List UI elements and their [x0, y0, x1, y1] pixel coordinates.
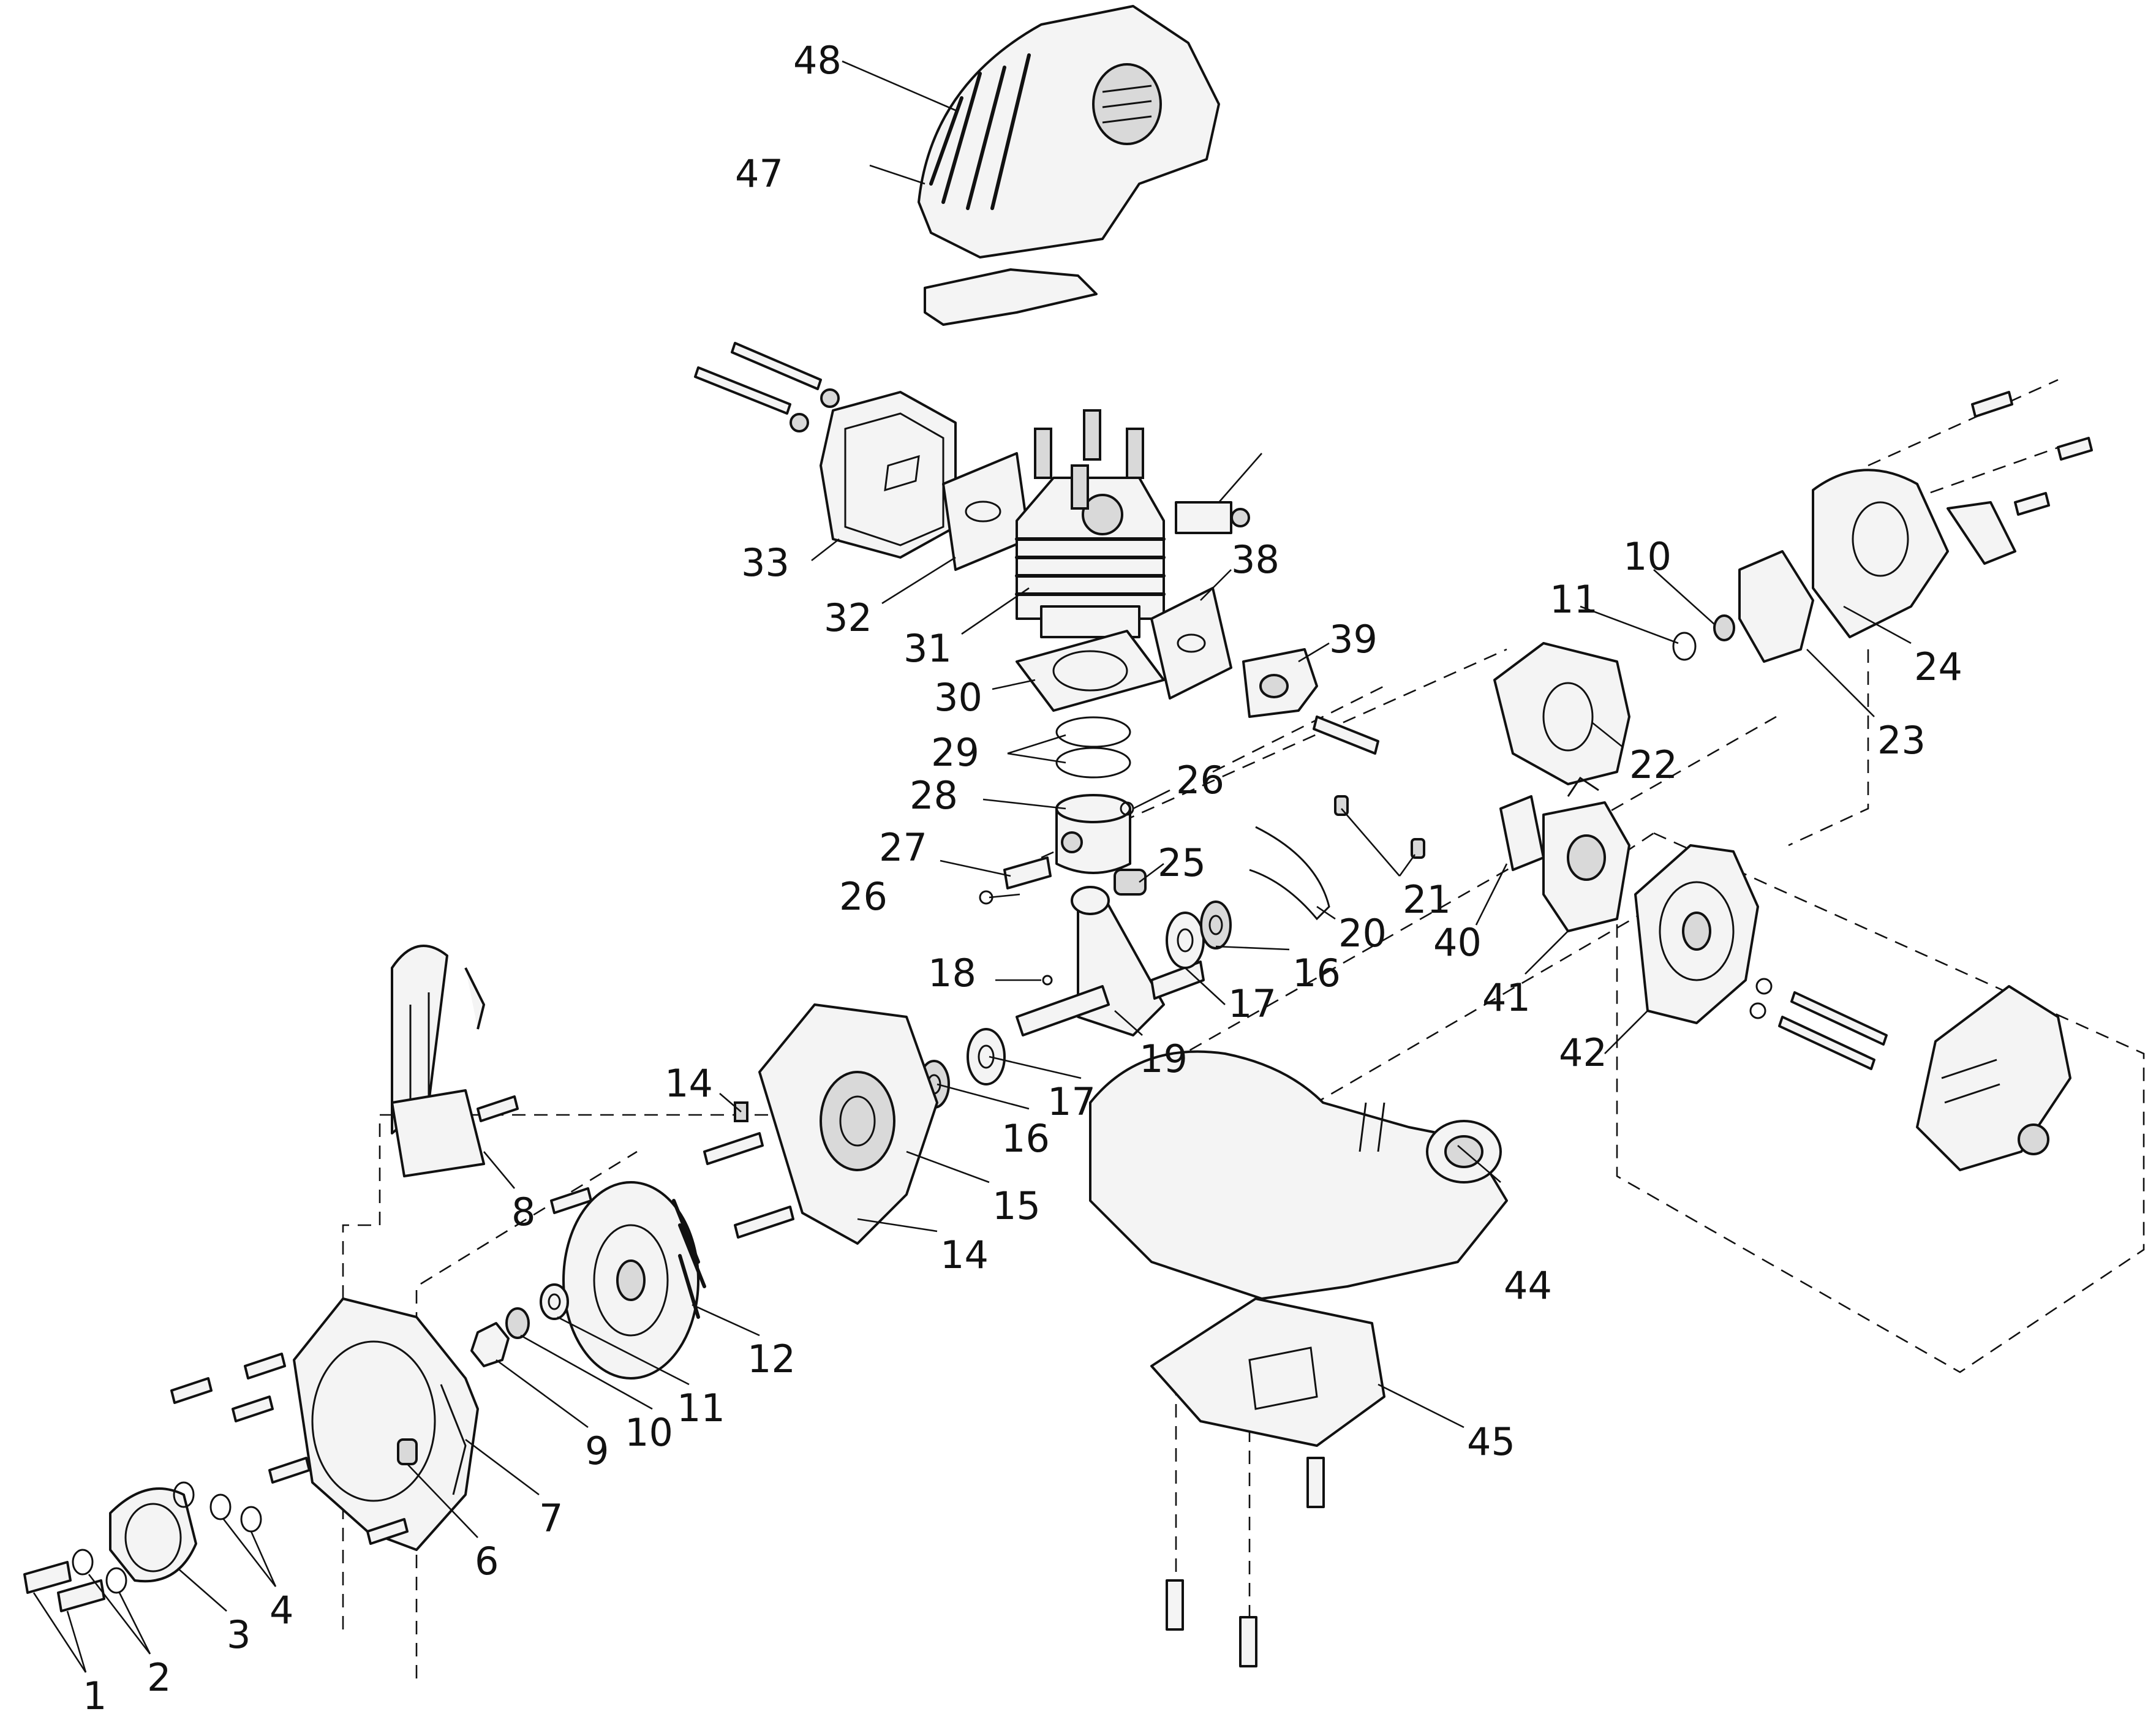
part-14-bolts [703, 1101, 794, 1239]
callout-17-left: 17 [1047, 1079, 1096, 1124]
engine-end-cover [1916, 985, 2071, 1171]
callout-8: 8 [511, 1190, 535, 1234]
muffler-bolts [694, 342, 840, 432]
cylinder-bolts [1034, 409, 1144, 510]
callout-25: 25 [1158, 840, 1206, 885]
part-31-cylinder [1015, 477, 1166, 638]
callout-15: 15 [992, 1184, 1041, 1228]
part-17-bearings [967, 912, 1205, 1085]
callout-12: 12 [747, 1337, 796, 1381]
callout-31: 31 [903, 626, 952, 671]
callout-labels: 1 2 3 4 6 7 8 9 10 10 11 11 12 14 14 15 … [83, 38, 1962, 1714]
callout-26-bottom: 26 [839, 874, 888, 919]
part-1-clutch-bolts [23, 1561, 105, 1612]
part-7-fan-housing [293, 1297, 479, 1551]
part-2-washers [72, 1549, 127, 1594]
part-21-pins [1334, 795, 1425, 859]
part-9-nut [470, 1322, 510, 1367]
part-11-washer-right [1672, 632, 1697, 661]
part-48-cylinder-shroud [918, 5, 1220, 259]
callout-1: 1 [83, 1674, 107, 1714]
callout-33: 33 [741, 540, 790, 585]
part-3-clutch [109, 1487, 197, 1583]
part-10-washer-right [1713, 614, 1735, 641]
part-33-muffler [820, 391, 957, 559]
callout-19: 19 [1139, 1036, 1188, 1081]
part-47-shroud-plate [924, 268, 1098, 326]
callout-16-right: 16 [1292, 951, 1341, 995]
callout-11-right: 11 [1550, 577, 1598, 622]
callout-21: 21 [1403, 877, 1451, 922]
callout-10-right: 10 [1623, 534, 1672, 579]
part-19-crankshaft [1016, 886, 1205, 1036]
spark-plug [1175, 453, 1262, 534]
part-39-intake-manifold [1242, 648, 1379, 755]
part-28-piston [1055, 794, 1131, 874]
part-10-washer [505, 1307, 530, 1339]
part-22-air-filter-base [1493, 642, 1630, 785]
callout-29: 29 [931, 730, 979, 775]
part-27-piston-pin [1003, 856, 1052, 889]
part-44-fuel-tank [1089, 1050, 1508, 1300]
leader-lines [32, 60, 1912, 1673]
callout-48: 48 [793, 38, 842, 83]
callout-47: 47 [735, 151, 783, 196]
callout-11-left: 11 [677, 1386, 725, 1430]
callout-42: 42 [1559, 1030, 1607, 1075]
part-41-carburetor [1542, 776, 1630, 932]
part-11-washer [540, 1283, 569, 1320]
callout-9: 9 [585, 1429, 609, 1473]
callout-45: 45 [1467, 1419, 1515, 1464]
callout-7: 7 [539, 1496, 563, 1541]
recoil-bolts [1749, 978, 1888, 1070]
callout-3: 3 [227, 1612, 251, 1657]
callout-16-left: 16 [1001, 1116, 1050, 1161]
callout-10-left: 10 [625, 1410, 673, 1455]
part-30-base-gasket [1016, 630, 1165, 712]
part-20-crankcase-gasket [1249, 826, 1330, 921]
callout-22: 22 [1629, 742, 1678, 787]
callout-44: 44 [1504, 1263, 1552, 1308]
callout-17-right: 17 [1228, 981, 1276, 1026]
callout-32: 32 [824, 595, 872, 640]
part-45-tank-bracket [1150, 1297, 1385, 1447]
callout-18: 18 [928, 951, 976, 995]
part-15-crankcase [758, 1003, 938, 1245]
callout-6: 6 [475, 1539, 499, 1584]
callout-39: 39 [1329, 617, 1378, 662]
callout-14-top: 14 [665, 1061, 713, 1106]
callout-23: 23 [1877, 718, 1926, 763]
housing-bolts [170, 1095, 592, 1545]
part-25-needle-bearing [1114, 869, 1147, 896]
callout-4: 4 [270, 1588, 293, 1633]
part-12-flywheel [562, 1181, 706, 1380]
callout-30: 30 [934, 675, 982, 720]
bracket-bolts [1166, 1457, 1325, 1667]
part-40-carburetor-gasket [1499, 795, 1545, 871]
part-24-air-filter-cover [1812, 469, 2016, 638]
part-29-piston-rings [1055, 716, 1131, 779]
callout-27: 27 [879, 825, 927, 870]
callout-41: 41 [1482, 975, 1531, 1020]
callout-26-top: 26 [1176, 758, 1224, 802]
part-42-recoil-housing [1634, 844, 1759, 1024]
part-23-air-filter [1738, 550, 1814, 663]
part-38-insulator-gasket [1150, 587, 1232, 700]
callout-24: 24 [1914, 644, 1962, 689]
callout-20: 20 [1338, 911, 1387, 956]
cover-bolts [1971, 391, 2093, 516]
part-8-ignition-module [391, 945, 485, 1177]
callout-2: 2 [147, 1655, 171, 1700]
callout-38: 38 [1231, 537, 1280, 582]
part-6-pin [397, 1438, 418, 1465]
callout-28: 28 [910, 773, 958, 818]
callout-40: 40 [1433, 920, 1482, 965]
callout-14-bottom: 14 [940, 1233, 989, 1277]
